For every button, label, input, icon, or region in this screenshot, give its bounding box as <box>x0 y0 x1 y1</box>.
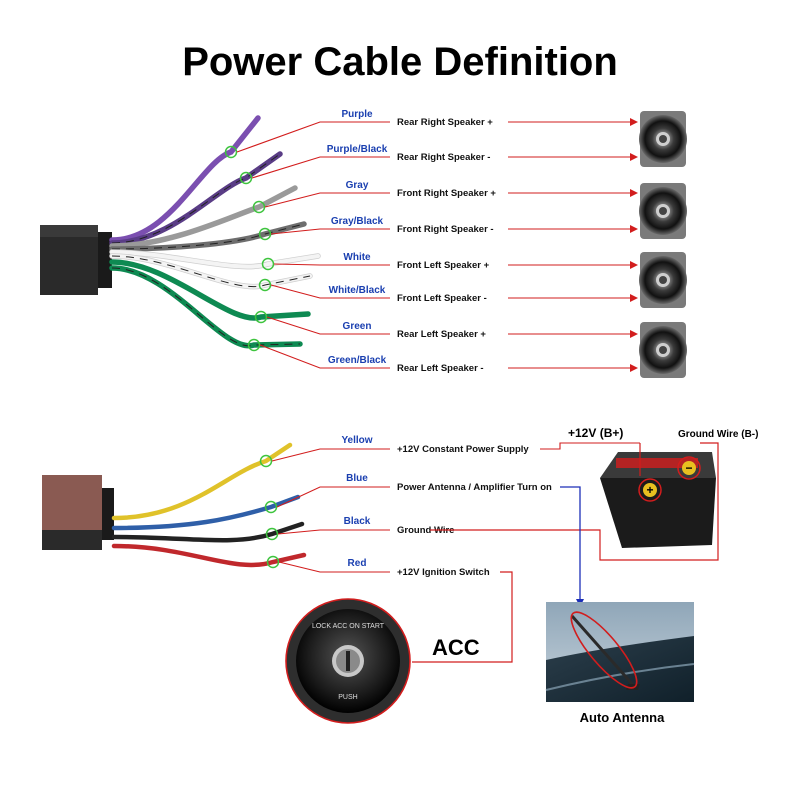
power-wire-color-label: Yellow <box>341 435 372 446</box>
speaker-wire-function-label: Front Right Speaker - <box>397 224 494 235</box>
speaker-wire-core <box>110 116 260 242</box>
power-leader-line <box>277 529 390 535</box>
power-wires <box>111 442 307 569</box>
speaker-leader-line <box>266 316 390 335</box>
wire-marker-ring <box>258 227 272 241</box>
speaker-leader-line <box>236 121 390 153</box>
power-leader-line <box>271 448 390 462</box>
auto-antenna-image <box>545 602 695 702</box>
speaker-icon <box>639 252 687 308</box>
ignition-switch-icon: LOCK ACC ON START PUSH <box>285 598 411 724</box>
power-wire-line <box>111 543 307 568</box>
speaker-wire-core <box>110 266 302 348</box>
speaker-wire-line <box>109 115 261 243</box>
wire-marker-ring <box>265 527 279 541</box>
power-leader-line <box>278 561 390 573</box>
power-wire-function-label: +12V Constant Power Supply <box>397 444 529 455</box>
speaker-wire-color-label: Green <box>343 321 372 332</box>
speaker-wire-function-label: Rear Right Speaker + <box>397 117 493 128</box>
power-wire-color-label: Blue <box>346 473 368 484</box>
power-wire-function-label: +12V Ignition Switch <box>397 567 490 578</box>
speaker-wire-color-label: Gray <box>346 180 369 191</box>
auto-antenna-label: Auto Antenna <box>580 710 665 725</box>
speaker-icon <box>639 183 687 239</box>
wire-marker-ring <box>247 338 261 352</box>
speaker-wire-color-label: White <box>343 252 371 263</box>
speaker-wire-function-label: Front Left Speaker + <box>397 260 490 271</box>
speaker-wire-function-label: Rear Right Speaker - <box>397 152 490 163</box>
wire-marker-ring <box>261 257 275 271</box>
wire-marker-ring <box>224 145 238 159</box>
speaker-wire-stripe <box>111 267 301 347</box>
acc-label: ACC <box>432 635 480 660</box>
speaker-wire-color-label: Green/Black <box>328 355 387 366</box>
ignition-key-positions: LOCK ACC ON START <box>312 623 385 630</box>
speaker-leader-line <box>264 192 390 208</box>
speaker-wire-function-label: Rear Left Speaker - <box>397 363 484 374</box>
svg-text:+: + <box>646 483 653 497</box>
speaker-wire-color-label: Purple/Black <box>327 144 388 155</box>
speaker-wire-function-label: Front Left Speaker - <box>397 293 487 304</box>
speaker-wire-color-label: Purple <box>341 109 373 120</box>
speaker-wire-color-label: Gray/Black <box>331 216 384 227</box>
wire-marker-ring <box>266 555 280 569</box>
speaker-wire-line <box>109 259 311 321</box>
speaker-leader-line <box>251 156 390 179</box>
power-wire-rows: Yellow +12V Constant Power SupplyBluePowe… <box>271 435 640 578</box>
speaker-harness-connector <box>40 225 112 295</box>
wire-marker-ring <box>259 454 273 468</box>
wire-marker-ring <box>264 500 278 514</box>
wire-marker-ring <box>252 200 266 214</box>
power-wire-function-label: Power Antenna / Amplifier Turn on <box>397 482 552 493</box>
speaker-leader-line <box>259 344 390 369</box>
power-wire-line <box>111 494 301 531</box>
speaker-wire-core <box>110 260 310 321</box>
speaker-wire-function-label: Front Right Speaker + <box>397 188 496 199</box>
power-wire-line <box>111 521 305 543</box>
power-wire-line <box>111 442 293 521</box>
power-wire-color-label: Black <box>344 516 371 527</box>
wire-marker-ring <box>258 278 272 292</box>
speaker-wire-color-label: White/Black <box>329 285 386 296</box>
power-leader-line <box>276 486 390 508</box>
svg-text:−: − <box>685 461 692 475</box>
battery-positive-leader <box>540 442 640 450</box>
speaker-wires <box>109 115 321 352</box>
wire-marker-ring <box>239 171 253 185</box>
power-wire-color-label: Red <box>348 558 367 569</box>
ignition-push-text: PUSH <box>338 694 357 701</box>
speaker-wire-function-label: Rear Left Speaker + <box>397 329 486 340</box>
page-title: Power Cable Definition <box>182 40 618 84</box>
speaker-leader-line <box>270 284 390 299</box>
battery-ground-label: Ground Wire (B-) <box>678 429 758 440</box>
battery-icon: + − <box>600 452 716 548</box>
power-wire-function-label: Ground Wire <box>397 525 454 536</box>
speaker-leader-line <box>270 228 390 235</box>
speaker-leader-line <box>273 263 390 266</box>
speaker-icon <box>639 322 687 378</box>
speaker-icon <box>639 111 687 167</box>
speaker-wire-line <box>109 265 303 349</box>
wire-marker-ring <box>254 310 268 324</box>
power-harness-connector <box>42 475 114 550</box>
speakers <box>639 111 687 378</box>
battery-positive-label: +12V (B+) <box>568 426 623 440</box>
